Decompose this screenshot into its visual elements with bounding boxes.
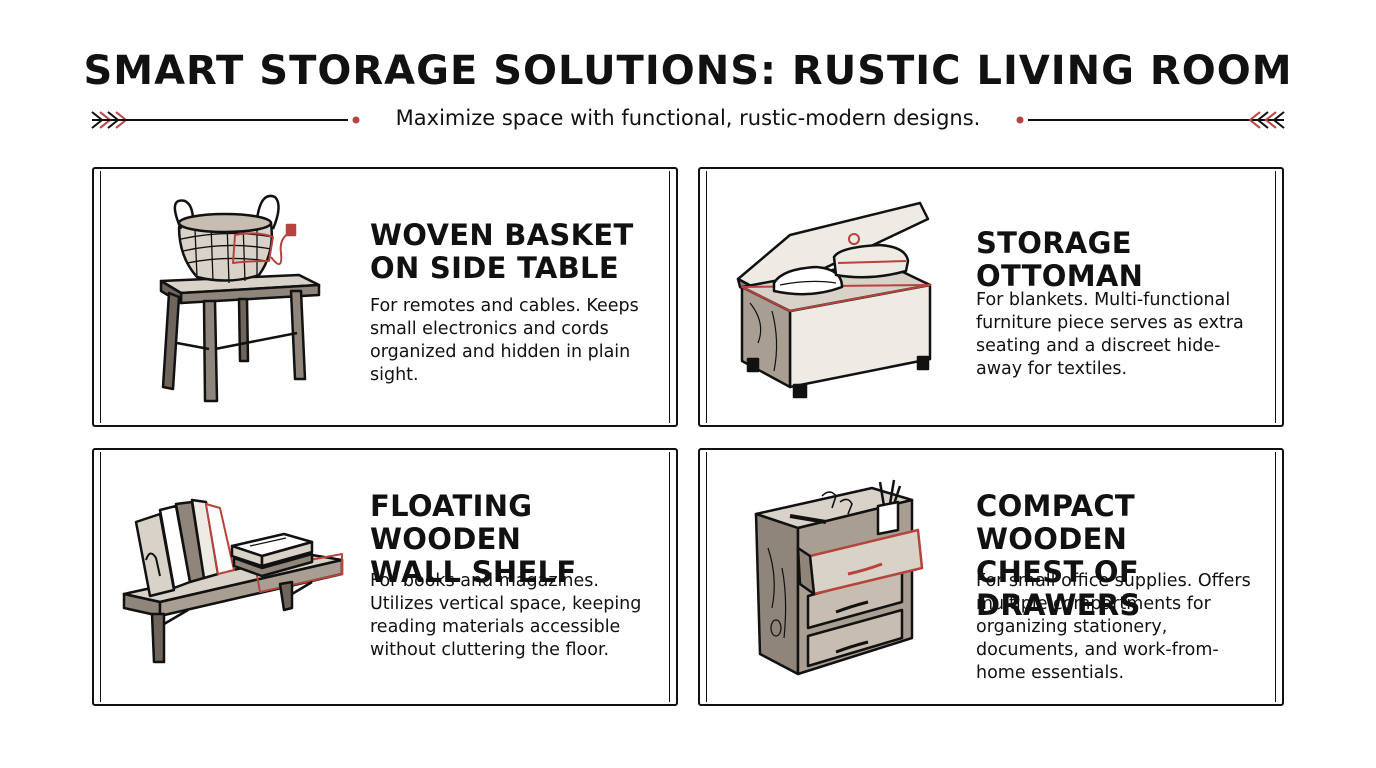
card-description: For blankets. Multi-functional furniture…: [976, 290, 1244, 379]
card-description: For remotes and cables. Keeps small elec…: [370, 296, 639, 385]
card-title: COMPACT WOODEN CHEST OF DRAWERS: [976, 489, 1141, 622]
chest-of-drawers-icon: [754, 479, 924, 676]
page-subtitle: Maximize space with functional, rustic-m…: [395, 106, 981, 130]
card-floating-shelf: FLOATING WOODEN WALL SHELF For books and…: [92, 448, 678, 706]
floating-wall-shelf-icon: [122, 498, 344, 664]
arrow-divider-right-icon: [1016, 111, 1285, 129]
card-storage-ottoman: STORAGE OTTOMAN For blankets. Multi-func…: [698, 167, 1284, 427]
storage-ottoman-icon: [736, 201, 932, 399]
card-title: WOVEN BASKET ON SIDE TABLE: [370, 218, 634, 285]
subtitle-row: Maximize space with functional, rustic-m…: [90, 104, 1286, 136]
page-title: SMART STORAGE SOLUTIONS: RUSTIC LIVING R…: [83, 48, 1293, 94]
arrow-divider-left-icon: [91, 111, 360, 129]
card-description: For small office supplies. Offers multip…: [976, 571, 1251, 683]
card-title: FLOATING WOODEN WALL SHELF: [370, 489, 577, 589]
card-description: For books and magazines. Utilizes vertic…: [370, 571, 642, 660]
woven-basket-side-table-icon: [159, 194, 321, 403]
card-title: STORAGE OTTOMAN: [976, 226, 1144, 293]
card-chest-of-drawers: COMPACT WOODEN CHEST OF DRAWERS For smal…: [698, 448, 1284, 706]
card-woven-basket: WOVEN BASKET ON SIDE TABLE For remotes a…: [92, 167, 678, 427]
